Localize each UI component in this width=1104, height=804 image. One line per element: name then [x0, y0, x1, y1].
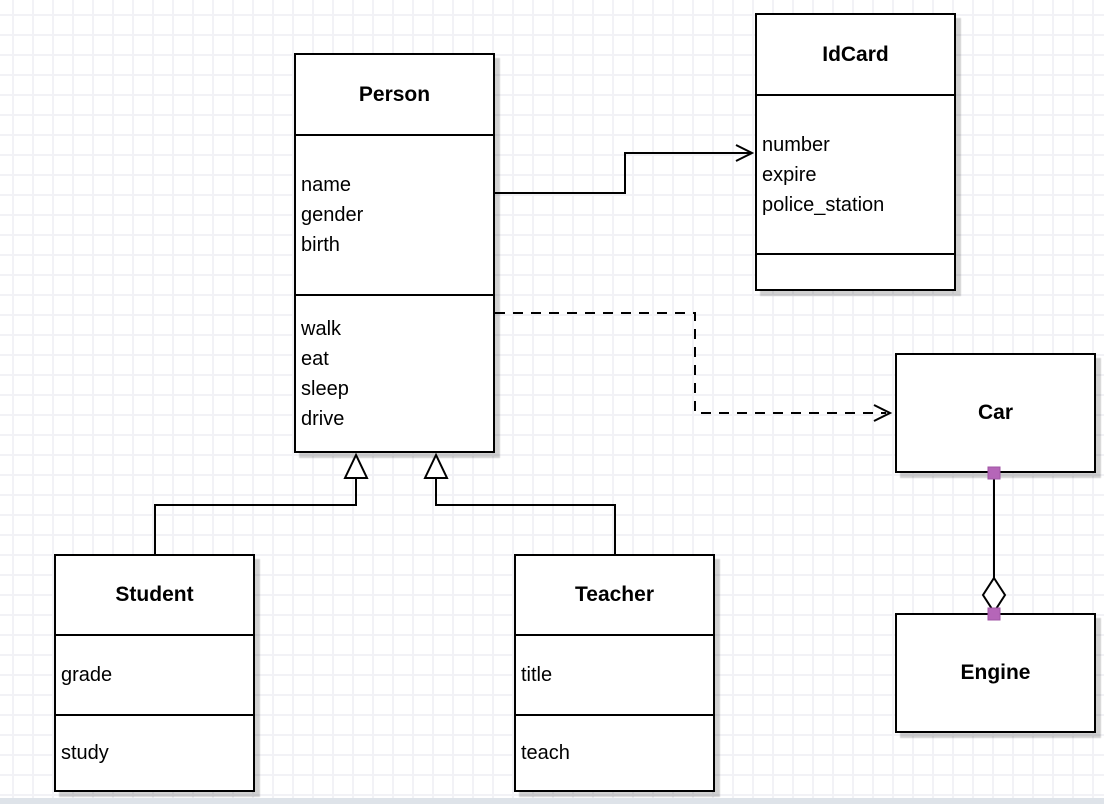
connection-handle-car[interactable] [987, 466, 1001, 480]
person-attributes-section: name gender birth [296, 134, 493, 294]
method: study [61, 742, 109, 764]
student-methods-section: study [56, 714, 253, 790]
hollow-diamond-icon [981, 576, 1007, 614]
person-methods-section: walk eat sleep drive [296, 294, 493, 451]
method: drive [301, 407, 345, 430]
attribute: name [301, 174, 352, 196]
generalization-teacher-person[interactable] [423, 452, 616, 554]
attribute: title [521, 664, 553, 686]
teacher-methods-section: teach [516, 714, 713, 790]
dependency-person-car[interactable] [495, 312, 893, 422]
attribute: number [762, 133, 830, 156]
attribute: gender [301, 204, 364, 226]
idcard-methods-section [757, 253, 954, 289]
class-box-teacher[interactable]: Teacher title teach [514, 554, 715, 792]
teacher-attributes-section: title [516, 634, 713, 714]
aggregation-car-engine[interactable] [981, 466, 1007, 621]
hollow-triangle-icon [343, 452, 369, 479]
open-arrow-icon [735, 144, 755, 162]
attribute: police_station [762, 193, 885, 216]
class-title-teacher: Teacher [575, 583, 654, 606]
hollow-triangle-icon [423, 452, 449, 479]
student-attributes-section: grade [56, 634, 253, 714]
open-arrow-icon [873, 404, 893, 422]
idcard-attributes-section: number expire police_station [757, 94, 954, 253]
method: sleep [301, 377, 349, 400]
class-box-engine[interactable]: Engine [895, 613, 1096, 733]
attribute: grade [61, 664, 113, 686]
generalization-student-person[interactable] [154, 452, 369, 554]
class-title-student: Student [115, 583, 194, 606]
association-person-idcard[interactable] [495, 144, 755, 194]
method: teach [521, 742, 570, 764]
class-title-engine: Engine [960, 661, 1031, 684]
method: eat [301, 347, 329, 370]
class-title-car: Car [977, 401, 1014, 424]
connection-handle-engine[interactable] [987, 607, 1001, 621]
class-box-person[interactable]: Person name gender birth walk eat sleep … [294, 53, 495, 453]
class-box-student[interactable]: Student grade study [54, 554, 255, 792]
class-title-idcard: IdCard [822, 42, 889, 66]
attribute: expire [762, 163, 817, 186]
attribute: birth [301, 234, 340, 256]
method: walk [301, 317, 342, 340]
canvas-bottom-edge [0, 798, 1104, 804]
class-box-car[interactable]: Car [895, 353, 1096, 473]
class-box-idcard[interactable]: IdCard number expire police_station [755, 13, 956, 291]
class-title-person: Person [358, 82, 431, 106]
